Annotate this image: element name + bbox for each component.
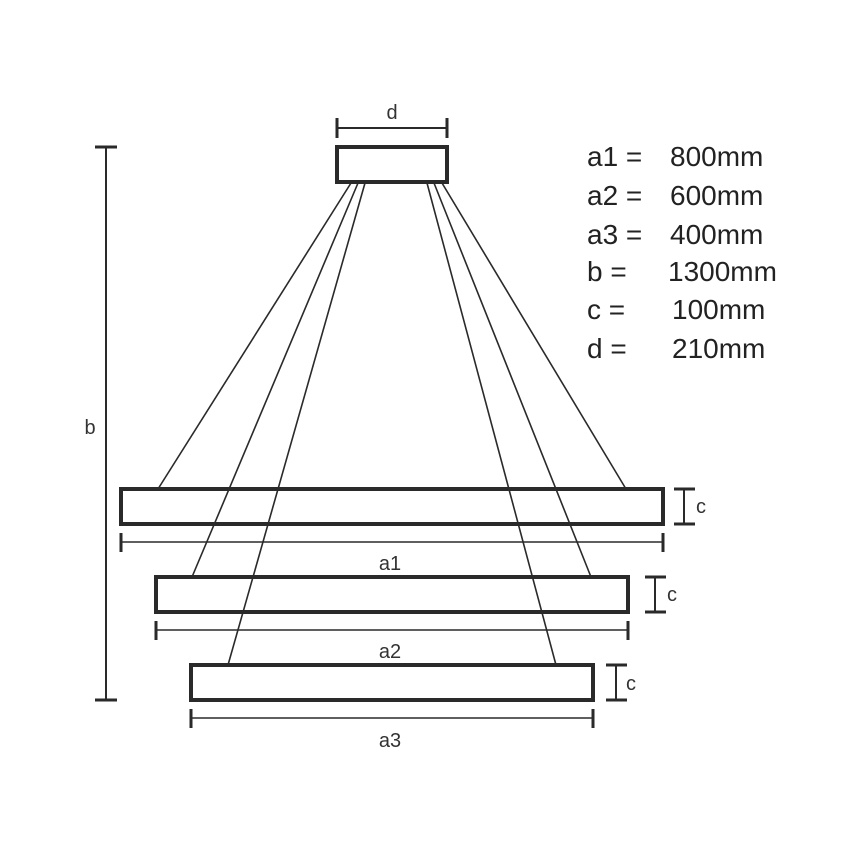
dimension-a3 — [189, 709, 595, 728]
legend-value: 210mm — [672, 333, 765, 364]
label-a3: a3 — [379, 730, 401, 752]
dimension-b — [95, 145, 117, 702]
dimension-a1 — [119, 533, 665, 552]
cable — [426, 182, 557, 666]
legend-key: a3 = — [587, 219, 642, 250]
cable — [441, 182, 627, 490]
label-c: c — [667, 584, 677, 606]
canopy — [335, 145, 449, 184]
legend-key: a1 = — [587, 141, 642, 172]
cable — [191, 182, 359, 578]
dimension-legend: a1 = 800mm a2 = 600mm a3 = 400mm b = 130… — [587, 141, 777, 364]
legend-value: 400mm — [670, 219, 763, 250]
legend-key: a2 = — [587, 180, 642, 211]
legend-key: b = — [587, 256, 627, 287]
dimension-c-ring2 — [645, 575, 666, 614]
cable — [157, 182, 352, 490]
dimension-d — [335, 118, 449, 138]
label-b: b — [84, 417, 95, 439]
suspension-cables — [157, 182, 627, 666]
cable — [227, 182, 366, 666]
label-a2: a2 — [379, 641, 401, 663]
ring-a3 — [189, 663, 595, 702]
dimension-a2 — [154, 621, 630, 640]
ring-a2 — [154, 575, 630, 614]
dimension-c-ring1 — [674, 487, 695, 526]
label-c: c — [626, 673, 636, 695]
legend-value: 1300mm — [668, 256, 777, 287]
cable — [433, 182, 592, 578]
legend-value: 100mm — [672, 294, 765, 325]
legend-value: 600mm — [670, 180, 763, 211]
label-d: d — [386, 102, 397, 124]
ring-a1 — [119, 487, 665, 526]
legend-key: d = — [587, 333, 627, 364]
label-a1: a1 — [379, 553, 401, 575]
legend-value: 800mm — [670, 141, 763, 172]
legend-key: c = — [587, 294, 625, 325]
dimension-c-ring3 — [606, 663, 627, 702]
label-c: c — [696, 496, 706, 518]
